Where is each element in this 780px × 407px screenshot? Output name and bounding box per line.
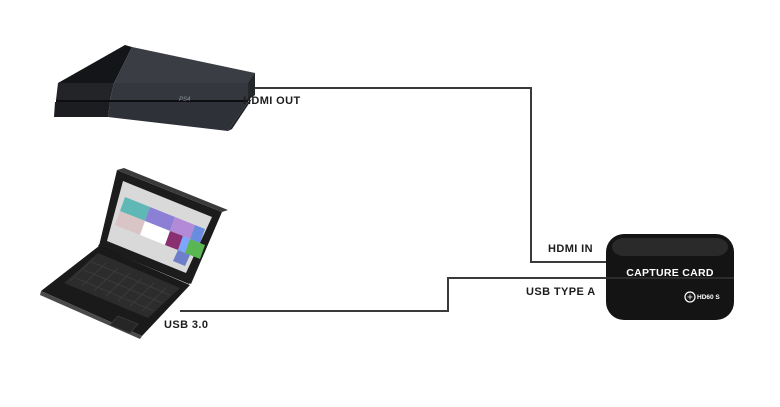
usb-3-label: USB 3.0 — [164, 319, 209, 331]
console-logo: PS4 — [179, 97, 191, 103]
laptop-keyboard — [64, 253, 180, 318]
hdmi-cable — [250, 87, 608, 263]
keyboard-keys — [69, 257, 171, 312]
console-top-left — [58, 45, 132, 83]
cables — [180, 87, 608, 312]
capture-card-model: HD60 S — [697, 294, 720, 301]
laptop-lid-edge — [117, 168, 228, 212]
console-front-lower-right — [108, 102, 248, 131]
hdmi-in-label: HDMI IN — [548, 243, 593, 255]
console-lower-side — [228, 99, 252, 131]
console-front-lower-left — [54, 102, 110, 117]
screen-color-tiles — [115, 197, 205, 266]
laptop-touchpad — [109, 315, 139, 334]
console-side — [248, 73, 255, 100]
console-front-upper-left — [56, 83, 114, 100]
laptop — [40, 168, 228, 339]
ps4-console — [54, 45, 255, 131]
elgato-logo-mark — [687, 294, 693, 300]
usb-cable — [180, 277, 608, 312]
usb-type-a-label: USB TYPE A — [526, 286, 596, 298]
console-front-upper-right — [110, 83, 250, 100]
hdmi-out-label: HDMI OUT — [243, 95, 301, 107]
capture-card-top — [612, 238, 728, 256]
console-top-right — [114, 47, 255, 83]
elgato-logo-icon — [684, 291, 696, 303]
capture-card-title: CAPTURE CARD — [626, 267, 714, 279]
capture-card — [606, 234, 734, 320]
